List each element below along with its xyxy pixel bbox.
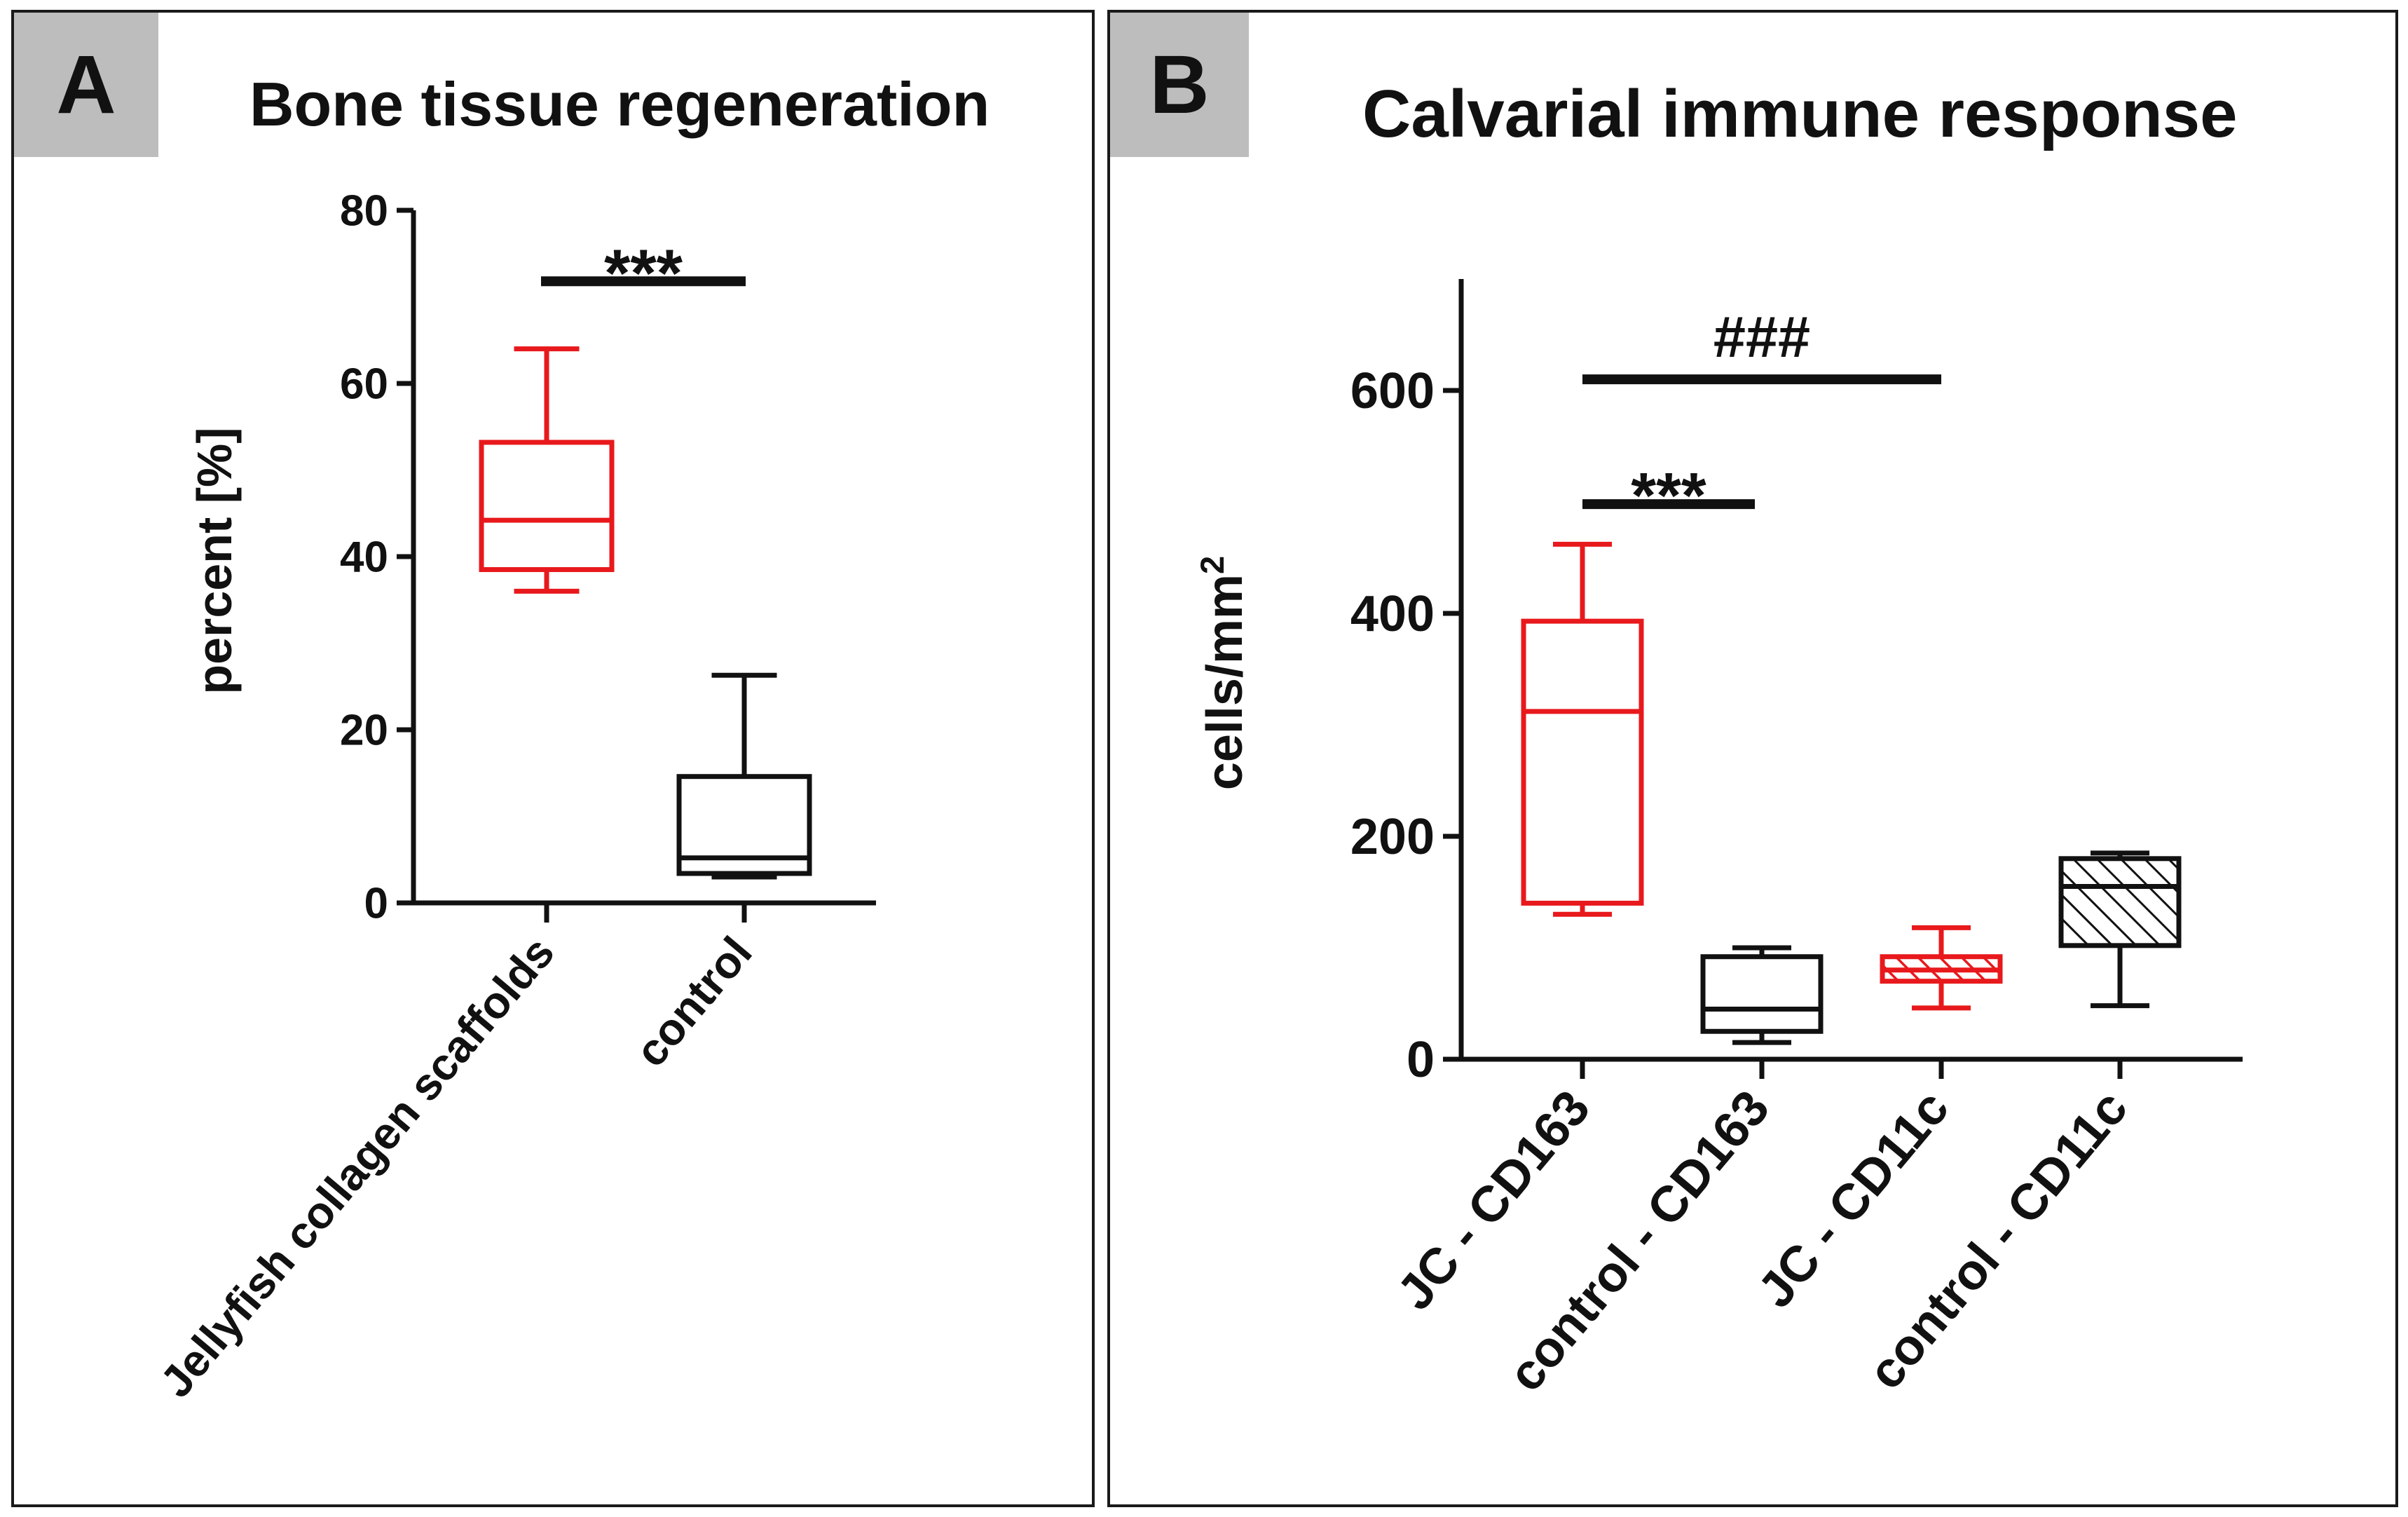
y-tick-label: 0	[1407, 1032, 1435, 1088]
y-axis-label: percent [%]	[187, 427, 242, 694]
box-1	[1700, 954, 1824, 1034]
panel-b: B Calvarial immune response	[1107, 10, 2398, 1507]
box-0	[1521, 618, 1644, 906]
panel-a-letter: A	[14, 13, 158, 157]
chart-b-title: Calvarial immune response	[1362, 76, 2238, 151]
y-tick-label: 600	[1350, 363, 1435, 419]
chart-a-title: Bone tissue regeneration	[249, 69, 990, 139]
panel-b-letter: B	[1110, 13, 1249, 157]
y-tick-label: 40	[340, 533, 388, 582]
chart-a-plot: 0 20 40 60 80 percent [%] Jellyfish collagen s…	[151, 187, 876, 1407]
significance-label: ###	[1713, 304, 1810, 369]
box-3	[2058, 856, 2182, 948]
y-tick-label: 20	[340, 707, 388, 755]
significance-label: ***	[1631, 461, 1706, 532]
significance-label: ***	[604, 236, 683, 311]
category-label: Jellyfish collagen scaffolds	[151, 927, 564, 1407]
y-tick-label: 80	[340, 187, 388, 236]
y-tick-label: 400	[1350, 586, 1435, 642]
box-0	[479, 440, 615, 573]
y-tick-label: 200	[1350, 809, 1435, 865]
y-axis-label: cells/mm2	[1193, 556, 1254, 790]
category-label: control	[625, 927, 762, 1076]
y-tick-label: 60	[340, 360, 388, 409]
panel-a: A Bone tissue regeneration	[11, 10, 1095, 1507]
y-axis-label-superscript: 2	[1193, 556, 1231, 574]
y-tick-label: 0	[364, 880, 388, 928]
